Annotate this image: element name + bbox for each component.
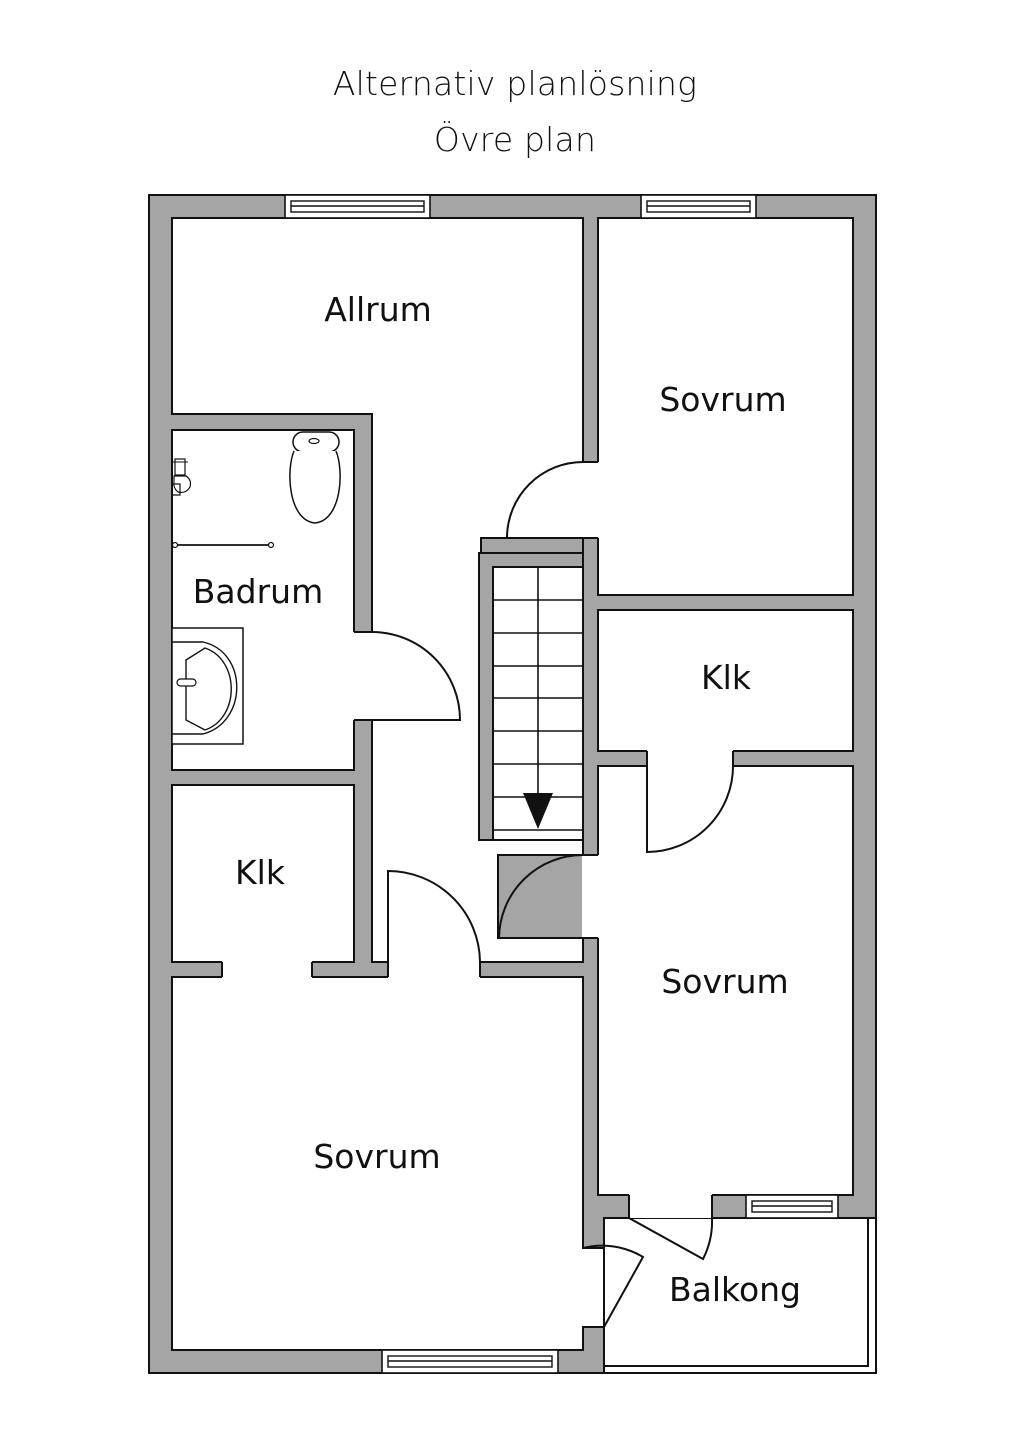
plan-title: Alternativ planlösning bbox=[332, 64, 698, 103]
door-balkong-from-sovrum[interactable] bbox=[628, 1217, 714, 1261]
shower-rail-icon bbox=[171, 541, 275, 549]
room-label-badrum: Badrum bbox=[193, 572, 323, 611]
room-label-klk-right: Klk bbox=[701, 658, 752, 697]
room-label-sovrum-bottom-left: Sovrum bbox=[313, 1137, 440, 1176]
room-label-klk-left: Klk bbox=[235, 853, 286, 892]
window-sovrum-bottom-left bbox=[381, 1349, 559, 1374]
room-label-allrum: Allrum bbox=[324, 290, 432, 329]
plan-subtitle: Övre plan bbox=[433, 120, 597, 159]
interior-wall-edges bbox=[221, 218, 734, 977]
sink-icon bbox=[171, 627, 244, 745]
window-sovrum-mid-right bbox=[745, 1194, 839, 1219]
room-klk-left bbox=[171, 784, 355, 963]
door-badrum[interactable] bbox=[371, 631, 462, 721]
door-sovrum-top-right[interactable] bbox=[505, 461, 584, 539]
door-klk-right[interactable] bbox=[646, 765, 734, 854]
door-sovrum-bottom-left[interactable] bbox=[387, 869, 481, 963]
window-sovrum-top-right bbox=[640, 194, 757, 219]
room-label-sovrum-top-right: Sovrum bbox=[659, 380, 786, 419]
room-labels: Allrum Sovrum Badrum Klk Klk Sovrum Sovr… bbox=[193, 290, 801, 1309]
door-balkong-from-bottom-sovrum[interactable] bbox=[582, 1244, 645, 1328]
shower-icon bbox=[172, 458, 192, 496]
door-sovrum-mid-right[interactable] bbox=[497, 854, 584, 939]
door-swings bbox=[371, 461, 734, 963]
toilet-icon bbox=[289, 431, 341, 524]
room-label-balkong: Balkong bbox=[669, 1270, 801, 1309]
window-allrum bbox=[284, 194, 431, 219]
door-openings bbox=[222, 462, 733, 978]
balkong-area bbox=[582, 1194, 877, 1374]
room-allrum-hall bbox=[171, 217, 584, 963]
room-label-sovrum-mid-right: Sovrum bbox=[661, 962, 788, 1001]
room-interiors bbox=[171, 217, 854, 1351]
room-klk-right bbox=[597, 609, 854, 752]
stair-direction-arrow bbox=[523, 793, 553, 829]
windows bbox=[284, 194, 839, 1374]
stair-treads bbox=[493, 567, 583, 831]
staircase-icon bbox=[478, 552, 584, 841]
